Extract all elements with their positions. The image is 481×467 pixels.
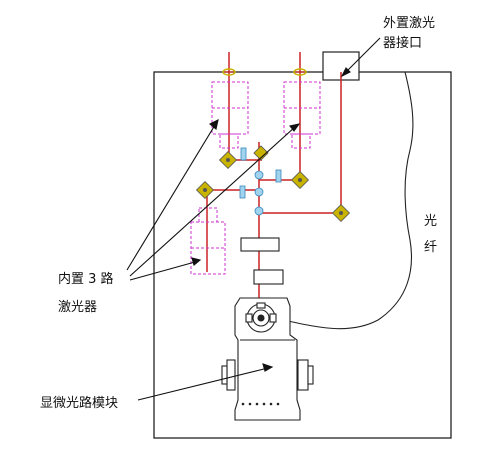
internal-laser-3 bbox=[190, 207, 226, 275]
internal-lasers-label-2: 激光器 bbox=[58, 300, 98, 315]
internal-lasers-label-1: 内置 3 路 bbox=[58, 272, 114, 287]
mirror-5 bbox=[253, 145, 269, 161]
internal-laser-1 bbox=[211, 81, 249, 149]
leader-lines bbox=[126, 37, 381, 401]
optical-fiber-label-1: 光 bbox=[424, 214, 438, 229]
lens-lower bbox=[253, 269, 284, 285]
top-mounts bbox=[222, 68, 307, 76]
mirror-2 bbox=[290, 170, 310, 190]
microscope-module bbox=[221, 297, 314, 421]
beam-paths bbox=[205, 52, 342, 298]
microscope-base-dots bbox=[241, 402, 280, 406]
internal-laser-2 bbox=[283, 81, 321, 149]
optical-fiber-label-2: 纤 bbox=[424, 240, 438, 255]
lens-upper bbox=[240, 237, 280, 252]
mirror-4 bbox=[331, 203, 351, 223]
mirror-1 bbox=[218, 150, 238, 170]
external-laser-port-label-1: 外置激光 bbox=[383, 16, 436, 31]
beam-splitters bbox=[239, 147, 282, 216]
optical-fiber-line bbox=[274, 71, 414, 330]
mirror-3 bbox=[195, 180, 215, 200]
microscope-module-label: 显微光路模块 bbox=[40, 396, 119, 411]
external-laser-port-label-2: 器接口 bbox=[383, 36, 423, 51]
